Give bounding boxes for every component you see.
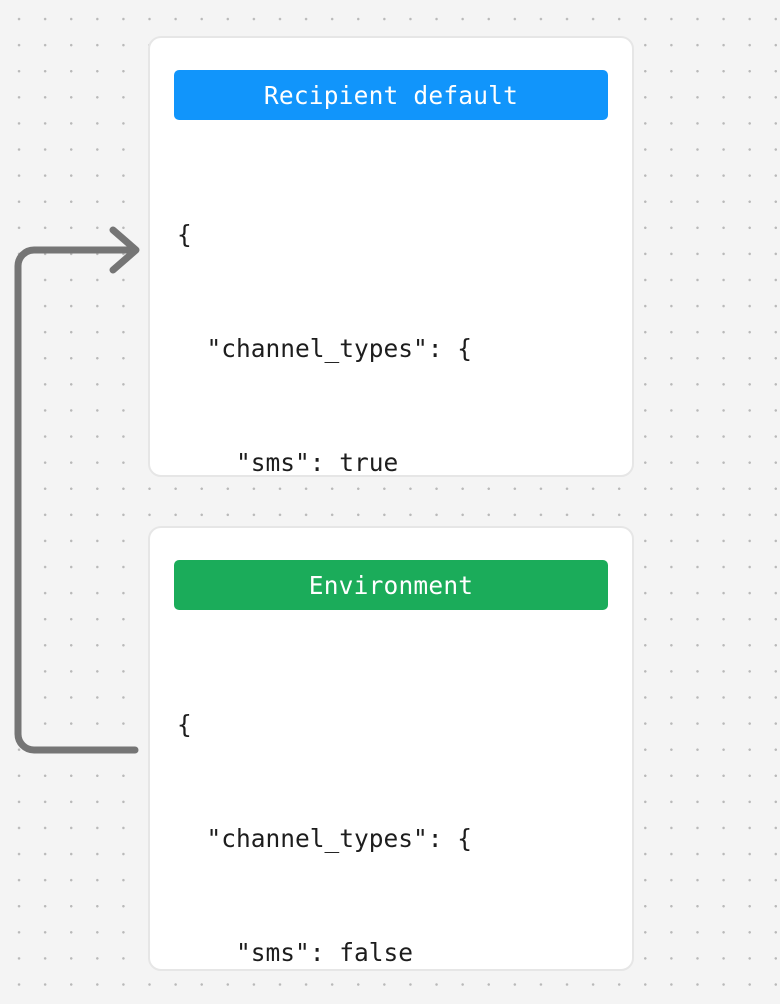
code-line: { xyxy=(177,710,192,739)
card-header-label: Recipient default xyxy=(263,80,519,110)
code-line: "sms": true xyxy=(177,448,399,477)
json-code-environment: { "channel_types": { "sms": false }, "ca… xyxy=(174,630,608,1004)
card-environment: Environment { "channel_types": { "sms": … xyxy=(148,526,634,971)
override-arrow-path xyxy=(14,246,139,754)
override-arrow-head-icon xyxy=(109,226,140,274)
card-header-label: Environment xyxy=(308,570,474,600)
card-header-environment: Environment xyxy=(174,560,608,610)
code-line: { xyxy=(177,220,192,249)
code-line: "channel_types": { xyxy=(177,334,473,363)
code-line: "channel_types": { xyxy=(177,824,473,853)
code-line: "sms": false xyxy=(177,938,414,967)
card-recipient-default: Recipient default { "channel_types": { "… xyxy=(148,36,634,933)
card-header-recipient-default: Recipient default xyxy=(174,70,608,120)
